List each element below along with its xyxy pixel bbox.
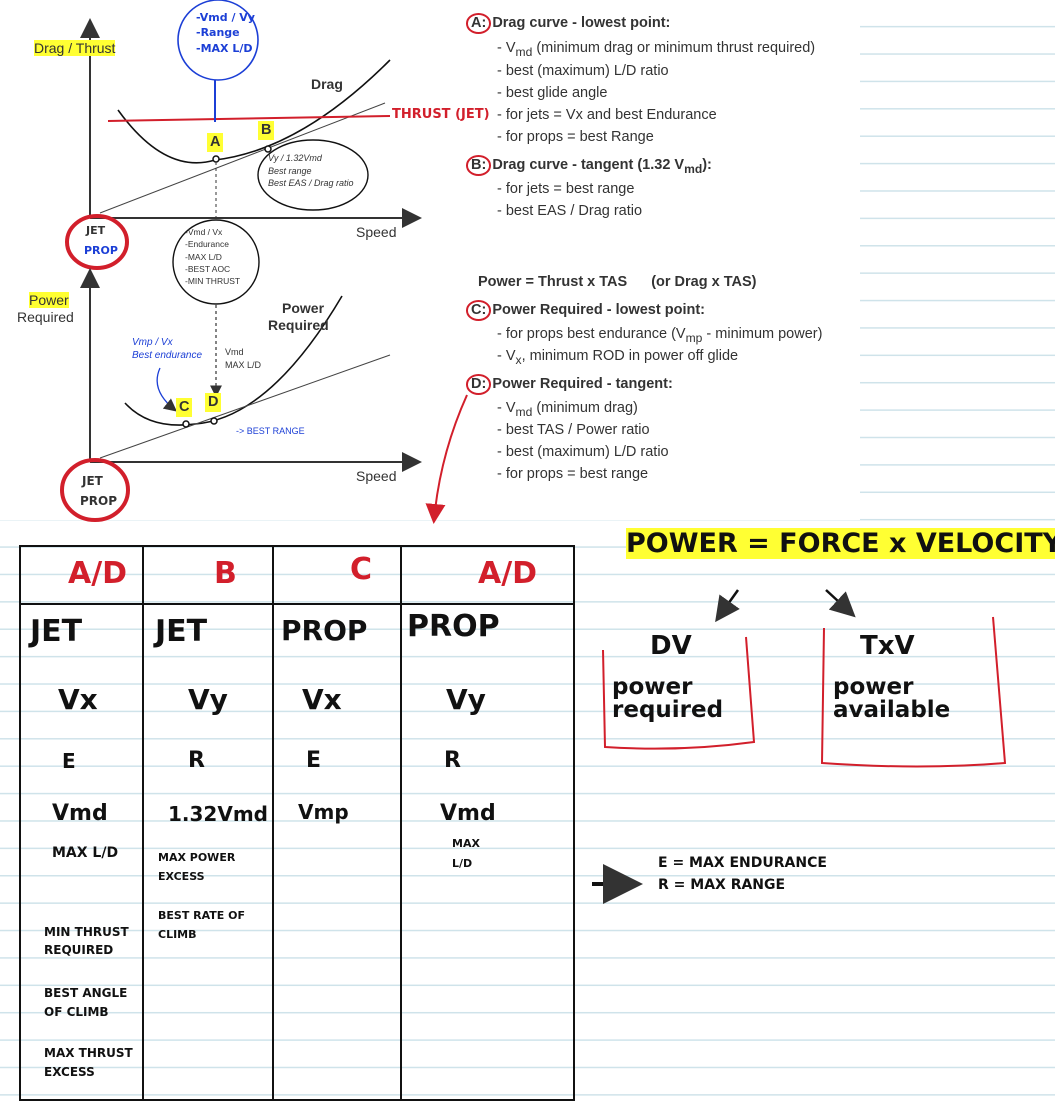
thrust-jet-line [107, 115, 391, 122]
balloon-b [257, 139, 369, 211]
bottom-axes [80, 268, 422, 472]
power-axis-label-2: Required [17, 309, 74, 325]
power-required-label: power required [612, 674, 724, 723]
type-col4: PROP [407, 609, 500, 644]
power-axis-label-1: Power [29, 292, 69, 308]
type-col3: PROP [281, 614, 368, 647]
col1-row3: Vmd [52, 801, 108, 826]
power-equation: Power = Thrust x TAS(or Drag x TAS) [478, 274, 757, 290]
col3-row2: E [306, 748, 322, 773]
balloon-b-text: Vy / 1.32Vmd Best range Best EAS / Drag … [268, 153, 354, 189]
point-d-label: D [205, 393, 222, 412]
col2-row1: Vy [188, 683, 228, 716]
col2-row5: BEST RATE OF CLIMB [158, 909, 245, 941]
speed-label-top: Speed [356, 224, 397, 240]
prop-label-top: PROP [84, 244, 118, 257]
balloon-mid [172, 219, 260, 305]
note-b-title: B:Drag curve - tangent (1.32 Vmd): [466, 155, 712, 177]
prop-label-bottom: PROP [80, 494, 118, 508]
col1-row4: MAX L/D [52, 845, 119, 861]
balloon-top [177, 0, 259, 81]
txv-label: TxV [860, 631, 915, 661]
col4-row1: Vy [446, 683, 486, 716]
point-a-marker [212, 155, 220, 163]
note-c-item1: - for props best endurance (Vmp - minimu… [497, 326, 823, 345]
col2-row4: MAX POWER EXCESS [158, 851, 236, 883]
col4-row3: Vmd [440, 801, 496, 826]
note-a-title: A:Drag curve - lowest point: [466, 13, 670, 34]
point-b-label: B [258, 121, 275, 140]
speed-label-bottom: Speed [356, 468, 397, 484]
note-a-item2: - best (maximum) L/D ratio [497, 63, 669, 79]
vmd-note: Vmd MAX L/D [225, 347, 262, 370]
type-col2: JET [155, 614, 208, 649]
summary-table-grid [19, 545, 575, 1101]
point-c-marker [182, 420, 190, 428]
col3-row1: Vx [302, 683, 342, 716]
col1-row7: MAX THRUST EXCESS [44, 1046, 133, 1080]
note-d-title: D:Power Required - tangent: [466, 374, 673, 395]
col1-row5: MIN THRUST REQUIRED [44, 925, 129, 957]
drag-curve [117, 59, 391, 164]
header-col3: C [350, 552, 373, 587]
note-c-title: C:Power Required - lowest point: [466, 300, 705, 321]
note-c-item2: - Vx, minimum ROD in power off glide [497, 348, 739, 367]
dv-label: DV [650, 631, 692, 661]
note-b-item2: - best EAS / Drag ratio [497, 203, 643, 219]
header-col1: A/D [68, 556, 128, 591]
power-required-bracket [602, 636, 756, 750]
balloon-mid-text: -Vmd / Vx -Endurance -MAX L/D -BEST AOC … [185, 227, 241, 287]
header-col4: A/D [478, 556, 538, 591]
note-a-item4: - for jets = Vx and best Endurance [497, 107, 717, 123]
power-available-bracket [820, 616, 1007, 768]
type-col1: JET [30, 614, 83, 649]
point-d-marker [210, 417, 218, 425]
point-b-marker [264, 145, 272, 153]
legend: E = MAX ENDURANCE R = MAX RANGE [658, 855, 827, 894]
note-a-item5: - for props = best Range [497, 129, 654, 145]
note-a-item1: - Vmd (minimum drag or minimum thrust re… [497, 40, 816, 59]
point-a-label: A [207, 133, 224, 152]
col3-row3: Vmp [298, 800, 349, 824]
drag-curve-label: Drag [311, 76, 343, 92]
power-curve-label-1: Power [282, 300, 325, 316]
col1-row6: BEST ANGLE OF CLIMB [44, 986, 128, 1020]
header-col2: B [214, 556, 237, 591]
drag-tangent-line [99, 102, 386, 214]
power-curve-label-2: Required [268, 317, 329, 333]
jet-prop-circle-bottom [60, 458, 130, 522]
col1-row2: E [62, 749, 76, 773]
note-d-item2: - best TAS / Power ratio [497, 422, 650, 438]
balloon-top-text: -Vmd / Vy -Range -MAX L/D [196, 11, 255, 55]
note-d-item1: - Vmd (minimum drag) [497, 400, 638, 419]
drag-thrust-axis-label: Drag / Thrust [34, 40, 116, 56]
col4-row2: R [444, 748, 461, 773]
col1-row1: Vx [58, 683, 98, 716]
power-tangent-line [99, 354, 391, 459]
col2-row3: 1.32Vmd [168, 802, 268, 826]
note-d-item3: - best (maximum) L/D ratio [497, 444, 669, 460]
jet-label-bottom: JET [82, 474, 103, 488]
power-formula: POWER = FORCE x VELOCITY [626, 528, 1055, 559]
power-available-label: power available [833, 674, 951, 723]
slide-background [0, 0, 860, 520]
col4-row4: MAX L/D [452, 837, 480, 870]
col2-row2: R [188, 748, 205, 773]
best-range-note: -> BEST RANGE [236, 426, 305, 436]
point-c-label: C [176, 398, 193, 417]
jet-label-top: JET [86, 224, 106, 237]
thrust-jet-label: THRUST (JET) [392, 107, 490, 122]
d-to-table-arrow [425, 394, 468, 524]
note-b-item1: - for jets = best range [497, 181, 635, 197]
vmp-note: Vmp / Vx Best endurance [132, 337, 203, 361]
note-d-item4: - for props = best range [497, 466, 649, 482]
note-a-item3: - best glide angle [497, 85, 608, 101]
